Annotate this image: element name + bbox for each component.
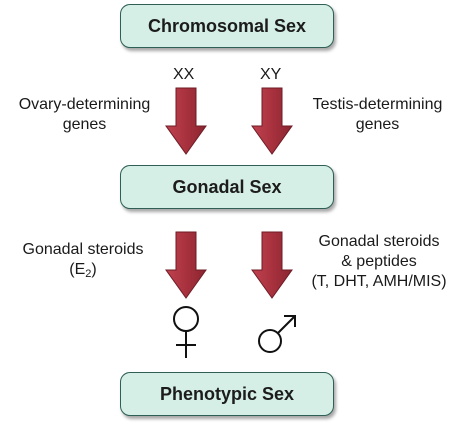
- xy-label: XY: [260, 66, 282, 83]
- chromosomal-sex-box: Chromosomal Sex: [120, 4, 334, 48]
- arrow-gonadal-left-icon: [165, 231, 207, 299]
- female-symbol-icon: [173, 306, 199, 358]
- arrow-gonadal-right-icon: [251, 231, 293, 299]
- gonadal-left-line-1: Gonadal steroids: [22, 241, 144, 258]
- gonadal-right-line-3: (T, DHT, AMH/MIS): [311, 273, 447, 290]
- male-symbol-icon: [258, 315, 296, 353]
- testis-determining-genes-label: Testis-determining genes: [295, 95, 460, 135]
- gonadal-right-line-2: & peptides: [341, 253, 417, 270]
- gonadal-steroids-e2-label: Gonadal steroids (E2): [8, 240, 158, 280]
- gonadal-sex-label: Gonadal Sex: [172, 176, 282, 197]
- e-close: ): [91, 261, 97, 278]
- ovary-line-1: Ovary-determining: [18, 96, 151, 113]
- gonadal-right-line-1: Gonadal steroids: [318, 233, 440, 250]
- gonadal-sex-box: Gonadal Sex: [120, 165, 334, 209]
- e-subscript: 2: [85, 268, 92, 280]
- arrow-xx-icon: [165, 87, 207, 155]
- arrow-xy-icon: [251, 87, 293, 155]
- gonadal-left-line-2: (E2): [8, 260, 158, 280]
- gonadal-steroids-peptides-label: Gonadal steroids & peptides (T, DHT, AMH…: [296, 232, 462, 292]
- ovary-line-2: genes: [62, 116, 107, 133]
- chromosomal-sex-label: Chromosomal Sex: [147, 15, 307, 36]
- phenotypic-sex-box: Phenotypic Sex: [120, 372, 334, 416]
- testis-line-1: Testis-determining: [312, 96, 443, 113]
- e-text: (E: [69, 261, 86, 278]
- testis-line-2: genes: [355, 116, 400, 133]
- phenotypic-sex-label: Phenotypic Sex: [159, 383, 295, 404]
- ovary-determining-genes-label: Ovary-determining genes: [2, 95, 167, 135]
- xx-label: XX: [173, 66, 195, 83]
